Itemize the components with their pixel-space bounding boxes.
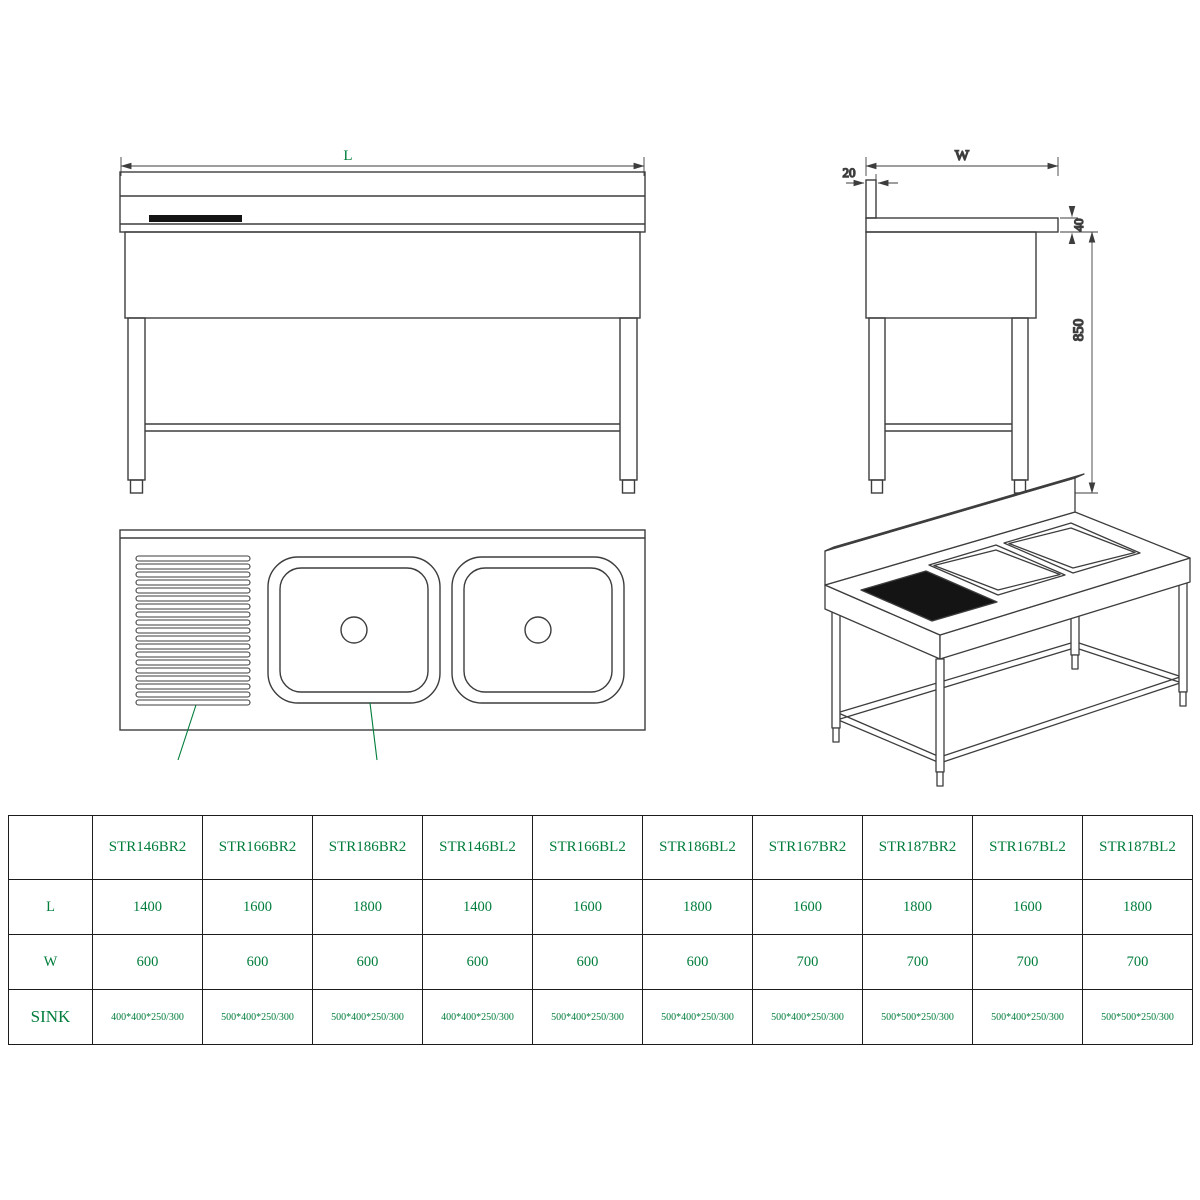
apron-side <box>865 231 1037 319</box>
drain-strip <box>149 215 242 222</box>
model-cell: STR186BL2 <box>642 815 753 880</box>
length-cell: 1600 <box>202 879 313 935</box>
front-right-foot <box>621 479 636 494</box>
length-cell: 1800 <box>642 879 753 935</box>
row-label-width: W <box>8 934 93 990</box>
front-right-leg <box>619 317 638 481</box>
front-view: L <box>119 148 646 494</box>
model-cell: STR146BR2 <box>92 815 203 880</box>
sink-basin-2 <box>451 556 625 704</box>
dimension-length <box>120 157 645 176</box>
model-cell: STR167BL2 <box>972 815 1083 880</box>
sink-cell: 500*500*250/300 <box>862 989 973 1045</box>
length-cell: 1600 <box>752 879 863 935</box>
row-label-sink: SINK <box>8 989 93 1045</box>
length-cell: 1600 <box>532 879 643 935</box>
iso-drain-pad <box>860 570 998 622</box>
dimension-width <box>865 157 1059 176</box>
sink-cell: 400*400*250/300 <box>422 989 533 1045</box>
top-view-outline <box>119 529 646 731</box>
spec-table: STR146BR2 STR166BR2 STR186BR2 STR146BL2 … <box>8 815 1193 1045</box>
side-back-leg <box>868 317 886 481</box>
model-cell: STR167BR2 <box>752 815 863 880</box>
sink-cell: 500*400*250/300 <box>972 989 1083 1045</box>
sink-cell: 500*400*250/300 <box>642 989 753 1045</box>
length-cell: 1400 <box>422 879 533 935</box>
side-front-leg <box>1011 317 1029 481</box>
model-cell: STR166BL2 <box>532 815 643 880</box>
basin-leader <box>369 702 378 761</box>
drainboard-leader <box>177 704 197 761</box>
width-cell: 700 <box>752 934 863 990</box>
leader-lines <box>177 702 378 761</box>
iso-back-foot <box>1071 654 1079 670</box>
drain-hole-2 <box>524 616 552 644</box>
iso-basin-2 <box>1003 522 1141 574</box>
width-dim-label: W <box>955 148 970 164</box>
sink-cell: 500*400*250/300 <box>202 989 313 1045</box>
model-cell: STR186BR2 <box>312 815 423 880</box>
iso-left-foot <box>832 727 840 743</box>
iso-right-leg <box>1178 581 1188 693</box>
height-dim-label: 850 <box>1071 319 1087 342</box>
model-row: STR146BR2 STR166BR2 STR186BR2 STR146BL2 … <box>8 815 1193 880</box>
drainboard-ribs <box>135 555 251 706</box>
width-cell: 600 <box>422 934 533 990</box>
length-row: L 1400 1600 1800 1400 1600 1800 1600 180… <box>8 879 1193 935</box>
model-cell: STR187BL2 <box>1082 815 1193 880</box>
sink-cell: 500*400*250/300 <box>752 989 863 1045</box>
table-corner-cell <box>8 815 93 880</box>
technical-drawing: L W 20 <box>119 147 1191 787</box>
iso-left-leg <box>831 608 841 729</box>
length-cell: 1800 <box>1082 879 1193 935</box>
backsplash-side <box>865 179 877 219</box>
sink-row: SINK 400*400*250/300 500*400*250/300 500… <box>8 989 1193 1045</box>
width-cell: 600 <box>202 934 313 990</box>
width-row: W 600 600 600 600 600 600 700 700 700 70… <box>8 934 1193 990</box>
length-cell: 1400 <box>92 879 203 935</box>
drain-hole-1 <box>340 616 368 644</box>
side-back-foot <box>870 479 884 494</box>
iso-front-leg <box>935 658 945 773</box>
sink-basin-1 <box>267 556 441 704</box>
iso-back-leg <box>1070 613 1080 656</box>
iso-front-foot <box>936 771 944 787</box>
iso-right-foot <box>1179 691 1187 707</box>
model-cell: STR146BL2 <box>422 815 533 880</box>
iso-backsplash-top <box>824 473 1085 552</box>
width-cell: 600 <box>312 934 423 990</box>
top-thickness-dim-label: 40 <box>1071 219 1086 232</box>
row-label-length: L <box>8 879 93 935</box>
width-cell: 600 <box>92 934 203 990</box>
countertop-front <box>119 171 646 233</box>
model-cell: STR166BR2 <box>202 815 313 880</box>
apron-front <box>124 231 641 319</box>
length-cell: 1600 <box>972 879 1083 935</box>
sink-cell: 500*500*250/300 <box>1082 989 1193 1045</box>
sink-cell: 500*400*250/300 <box>532 989 643 1045</box>
model-cell: STR187BR2 <box>862 815 973 880</box>
sink-cell: 500*400*250/300 <box>312 989 423 1045</box>
width-cell: 700 <box>972 934 1083 990</box>
front-left-foot <box>129 479 144 494</box>
length-dim-label: L <box>343 148 352 164</box>
width-cell: 600 <box>532 934 643 990</box>
length-cell: 1800 <box>312 879 423 935</box>
width-cell: 600 <box>642 934 753 990</box>
backsplash-dim-label: 20 <box>843 165 856 180</box>
width-cell: 700 <box>862 934 973 990</box>
iso-basin-1 <box>928 544 1066 596</box>
width-cell: 700 <box>1082 934 1193 990</box>
iso-view <box>824 473 1191 787</box>
dimension-height <box>1046 231 1098 494</box>
length-cell: 1800 <box>862 879 973 935</box>
sink-cell: 400*400*250/300 <box>92 989 203 1045</box>
countertop-side <box>865 217 1059 233</box>
front-left-leg <box>127 317 146 481</box>
top-view <box>119 529 646 761</box>
side-view: W 20 40 850 <box>842 147 1098 494</box>
